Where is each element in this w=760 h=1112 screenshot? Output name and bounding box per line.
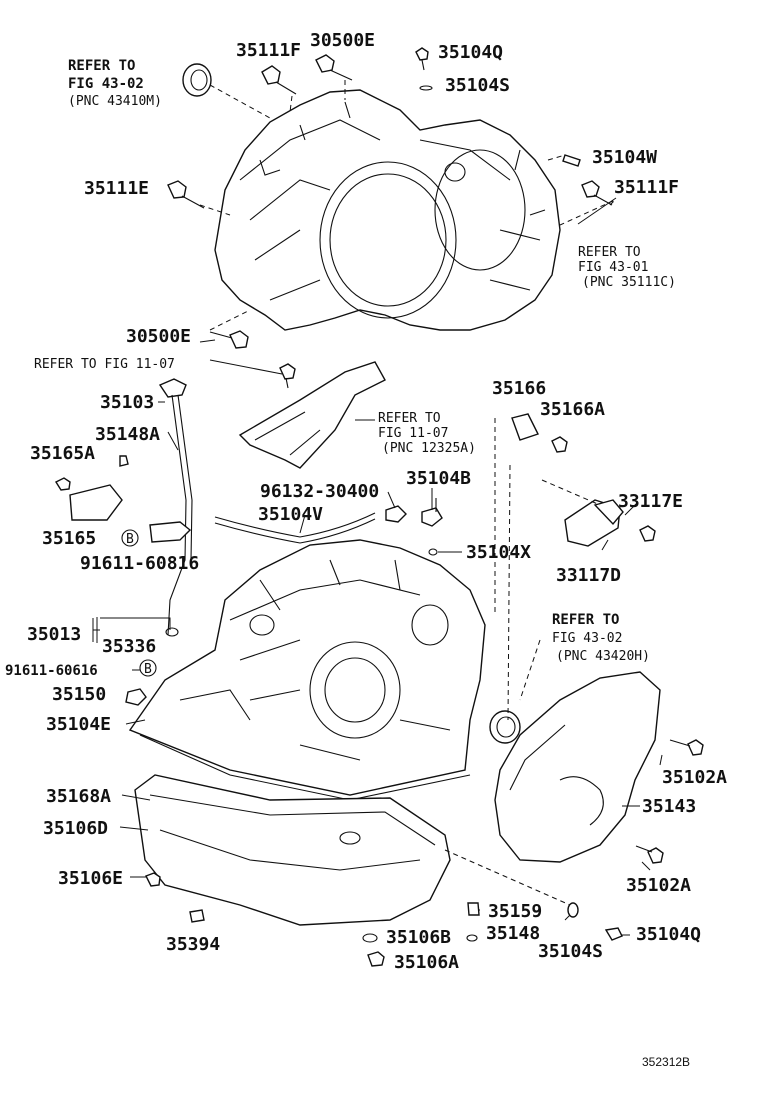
label-33117D: 33117D: [556, 565, 621, 586]
bolt-b-label-2: B: [144, 662, 152, 677]
label-35104V: 35104V: [258, 504, 323, 525]
bolt-b-label-1: B: [126, 532, 134, 547]
small-parts: [54, 47, 704, 967]
label-35102A-top: 35102A: [662, 767, 727, 788]
label-35106A: 35106A: [394, 952, 459, 973]
ref2-line1: REFER TO: [578, 245, 641, 260]
leader-lines: [92, 80, 663, 936]
label-35111F-top: 35111F: [236, 40, 301, 61]
label-35111F-right: 35111F: [614, 177, 679, 198]
label-35104W: 35104W: [592, 147, 657, 168]
transaxle-case: [128, 539, 486, 801]
label-30500E-top: 30500E: [310, 30, 375, 51]
ref2-line3: (PNC 35111C): [582, 275, 676, 290]
ref1-line3: (PNC 43410M): [68, 94, 162, 109]
part-labels: 35111F 30500E 35104Q 35104S 35104W 35111…: [5, 30, 727, 973]
label-35166A: 35166A: [540, 399, 605, 420]
label-35106B: 35106B: [386, 927, 451, 948]
label-35159: 35159: [488, 901, 542, 922]
ref4-line2: FIG 11-07: [378, 426, 448, 441]
label-35143: 35143: [642, 796, 696, 817]
label-35013: 35013: [27, 624, 81, 645]
label-35168A: 35168A: [46, 786, 111, 807]
reference-notes: REFER TO FIG 43-02 (PNC 43410M) REFER TO…: [34, 58, 676, 664]
label-35106E: 35106E: [58, 868, 123, 889]
label-35104S-bottom: 35104S: [538, 941, 603, 962]
label-91611-60816: 91611-60816: [80, 553, 199, 574]
oil-pan: [134, 774, 451, 926]
transaxle-housing: [214, 89, 561, 331]
ref3-text: REFER TO FIG 11-07: [34, 357, 175, 372]
ref5-line1: REFER TO: [552, 612, 619, 628]
label-30500E-low: 30500E: [126, 326, 191, 347]
label-35148A: 35148A: [95, 424, 160, 445]
ref5-line3: (PNC 43420H): [556, 649, 650, 664]
label-35150: 35150: [52, 684, 106, 705]
ref5-line2: FIG 43-02: [552, 631, 622, 646]
ref2-line2: FIG 43-01: [578, 260, 648, 275]
label-35336: 35336: [102, 636, 156, 657]
label-35102A-bottom: 35102A: [626, 875, 691, 896]
label-35106D: 35106D: [43, 818, 108, 839]
diagram-id: 352312B: [642, 1055, 690, 1069]
label-33117E: 33117E: [618, 491, 683, 512]
label-35104B: 35104B: [406, 468, 471, 489]
label-91611-60616: 91611-60616: [5, 663, 98, 679]
label-35165A: 35165A: [30, 443, 95, 464]
label-35104E: 35104E: [46, 714, 111, 735]
label-96132-30400: 96132-30400: [260, 481, 379, 502]
ref1-line1: REFER TO: [68, 58, 135, 74]
label-35104Q-top: 35104Q: [438, 42, 503, 63]
label-35104X: 35104X: [466, 542, 531, 563]
label-35166: 35166: [492, 378, 546, 399]
label-35148: 35148: [486, 923, 540, 944]
ref4-line1: REFER TO: [378, 411, 441, 426]
ref4-line3: (PNC 12325A): [382, 441, 476, 456]
label-35111E: 35111E: [84, 178, 149, 199]
label-35104S-top: 35104S: [445, 75, 510, 96]
label-35394: 35394: [166, 934, 220, 955]
label-35104Q-bottom: 35104Q: [636, 924, 701, 945]
label-35103: 35103: [100, 392, 154, 413]
side-cover: [494, 671, 661, 863]
ref1-line2: FIG 43-02: [68, 76, 144, 92]
label-35165: 35165: [42, 528, 96, 549]
